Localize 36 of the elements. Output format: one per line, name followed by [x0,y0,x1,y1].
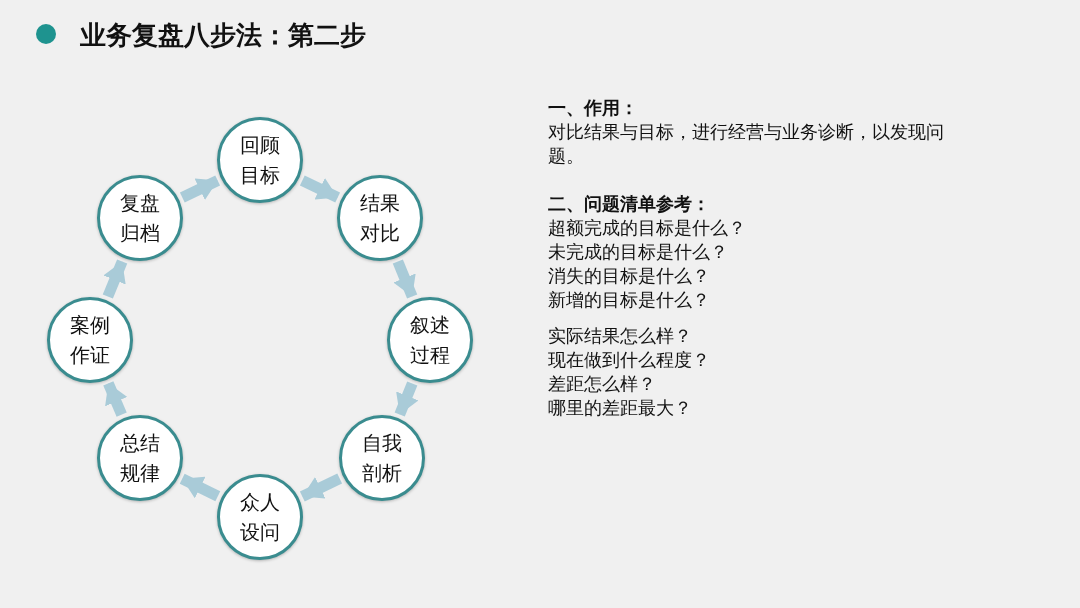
arrow [103,381,128,417]
arrow [299,473,343,502]
arrow [102,259,128,299]
arrow [394,381,419,417]
section-heading: 一、作用： [548,96,639,120]
section-heading: 二、问题清单参考： [548,192,711,216]
text-line: 现在做到什么程度？ [548,348,711,372]
step-circle [97,415,183,501]
step-circle [217,474,303,560]
step-label: 叙述过程 [409,312,451,369]
step-label: 复盘归档 [119,190,161,247]
text-line: 实际结果怎么样？ [548,324,693,348]
arrow [179,473,221,502]
text-line: 对比结果与目标，进行经营与业务诊断，以发现问题。 [548,120,945,168]
title: 业务复盘八步法：第二步 [80,19,366,52]
text-line: 超额完成的目标是什么？ [548,216,747,240]
text-line: 哪里的差距最大？ [548,396,693,420]
step-circle [47,297,133,383]
step-circle [339,415,425,501]
step-label: 结果对比 [359,190,401,247]
step-circle [387,297,473,383]
step-label: 众人设问 [239,489,281,546]
text-line: 消失的目标是什么？ [548,264,711,288]
step-circle [97,175,183,261]
step-circle [217,117,303,203]
text-line: 未完成的目标是什么？ [548,240,729,264]
text-line: 新增的目标是什么？ [548,288,711,312]
arrow [392,259,418,299]
step-label: 回顾目标 [239,132,281,189]
step-label: 自我剖析 [361,430,403,487]
step-label: 总结规律 [119,430,161,487]
step-circle [337,175,423,261]
step-label: 案例作证 [69,312,111,369]
arrow [299,175,341,203]
text-line: 差距怎么样？ [548,372,657,396]
arrow [179,175,221,203]
